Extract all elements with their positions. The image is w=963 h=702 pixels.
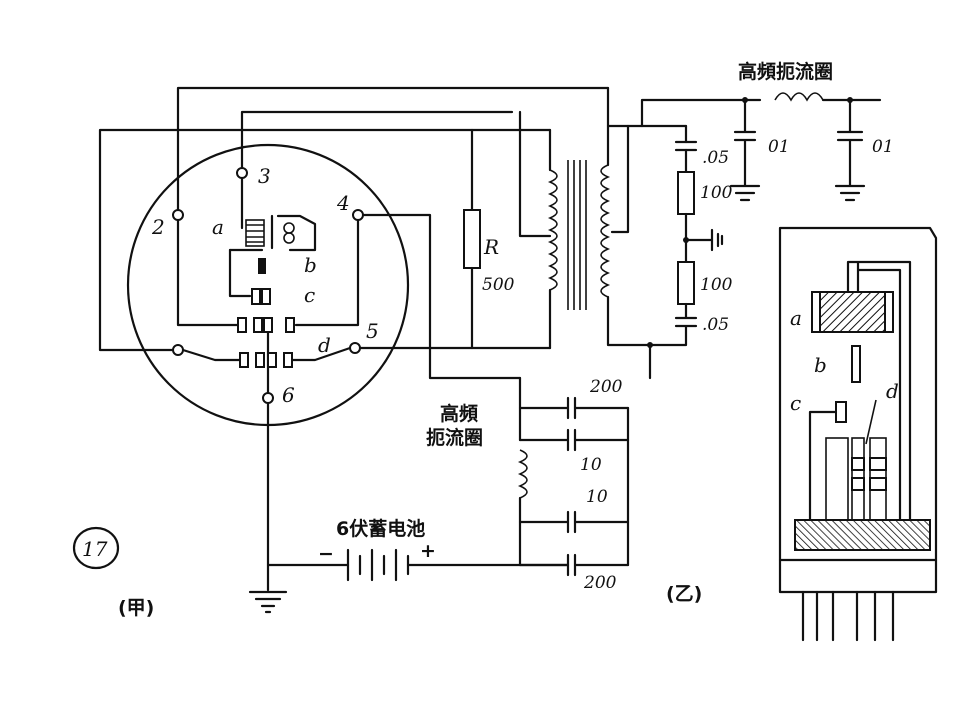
label-node2: 2 [151,215,165,239]
tube-reed-b [851,345,861,383]
label-node4: 4 [336,191,350,215]
tube-contact-c [835,401,847,423]
label-choke-mid-2: 扼流圈 [426,426,483,449]
pin-5 [349,342,361,354]
pin-2 [172,209,184,221]
top-hf-choke [729,92,882,202]
label-cap-01-right: 01 [872,137,894,157]
label-b: b [304,253,317,277]
label-a: a [212,215,224,239]
vibrator-cutaway [778,226,938,642]
label-R: R [483,235,499,259]
tube-label-a: a [790,306,802,330]
tube-label-d: d [886,379,899,403]
contact-c [251,288,261,305]
label-R-value: 500 [482,275,515,295]
ground-symbol-left [248,590,288,614]
vibrator-unit [98,86,610,592]
label-node6: 6 [282,383,295,407]
label-cap-10-b: 10 [586,487,608,507]
label-cap-05-bottom: .05 [702,315,729,335]
figure-number-circle [72,526,120,570]
resistor-R [463,128,481,350]
label-battery-minus: − [318,543,334,565]
pin-6 [262,392,274,404]
label-c: c [304,283,315,307]
transformer [518,86,762,350]
panel-a-label: (甲) [118,597,154,619]
coil-a [245,219,265,247]
tube-label-c: c [790,391,801,415]
reed-b [258,258,266,274]
label-cap-200-top: 200 [589,377,623,397]
label-node5: 5 [366,319,379,343]
label-node3: 3 [258,164,271,188]
tube-coil-a [819,291,886,333]
label-res-100-top: 100 [700,183,733,203]
label-battery: 6伏蓄电池 [336,517,425,540]
pin-left-bottom [172,344,184,356]
tube-label-b: b [814,353,827,377]
figure-number: 17 [82,537,108,561]
label-d: d [318,333,331,357]
pin-4 [352,209,364,221]
bypass-capacitors [517,376,630,577]
label-battery-plus: + [420,540,436,562]
label-cap-200-bottom: 200 [583,573,617,593]
label-cap-01-left: 01 [768,137,790,157]
panel-b-label: (乙) [666,583,702,605]
label-res-100-bottom: 100 [700,275,733,295]
pin-3 [236,167,248,179]
output-filter [640,124,724,380]
label-cap-10-a: 10 [580,455,602,475]
label-choke-mid-1: 高頻 [440,402,478,425]
label-choke-top: 高頻扼流圈 [738,60,833,83]
label-cap-05-top: .05 [702,148,729,168]
